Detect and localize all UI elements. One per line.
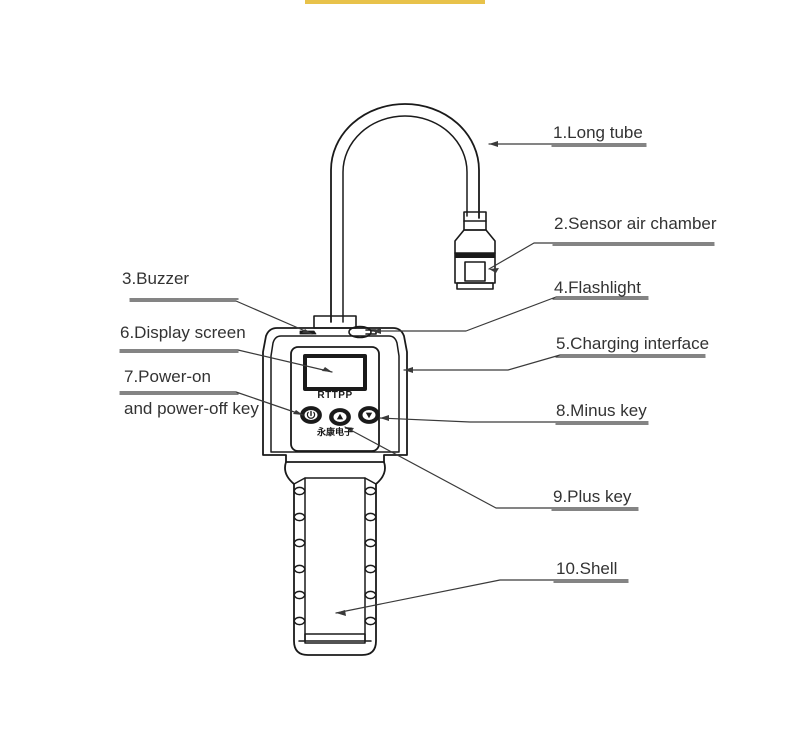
grip-bumps-right <box>364 486 377 626</box>
callout-label-8: 8.Minus key <box>556 401 647 420</box>
shell-handle-inner <box>293 477 377 644</box>
callout-label-2: 2.Sensor air chamber <box>554 214 717 233</box>
leader-line-9 <box>344 426 639 509</box>
leader-line-6 <box>119 349 333 373</box>
tube-entry-boss <box>313 315 357 329</box>
plus-button <box>329 408 351 426</box>
leader-line-1 <box>488 141 647 147</box>
brand-text: RTTPP <box>317 390 353 401</box>
callout-label-5: 5.Charging interface <box>556 334 710 353</box>
callout-label-7-line2: and power-off key <box>124 399 259 418</box>
callout-label-7: 7.Power-on and power-off key <box>124 366 259 419</box>
long-tube-outer <box>330 103 480 323</box>
sensor-air-chamber <box>454 211 496 290</box>
faceplate-panel <box>290 346 380 452</box>
grip-bumps-left <box>293 486 306 626</box>
leader-line-2 <box>488 242 715 273</box>
power-button <box>300 406 322 424</box>
leader-line-4 <box>371 296 649 334</box>
leader-line-5 <box>403 354 706 373</box>
leader-line-10 <box>335 579 629 616</box>
shell-head-inner <box>270 335 400 453</box>
callout-label-3: 3.Buzzer <box>122 269 190 288</box>
callout-label-7-line1: 7.Power-on <box>124 367 211 386</box>
accent-bar <box>305 0 485 4</box>
callout-label-9: 9.Plus key <box>553 487 632 506</box>
shell-handle-outline <box>284 461 386 656</box>
leader-line-3 <box>129 300 313 335</box>
callout-label-6: 6.Display screen <box>120 323 246 342</box>
leader-line-8 <box>379 415 649 423</box>
sub-brand-text: 永康电子 <box>316 428 353 438</box>
callout-label-4: 4.Flashlight <box>554 278 641 297</box>
minus-button <box>358 406 380 424</box>
leader-line-7 <box>119 391 304 416</box>
long-tube-inner <box>342 115 468 323</box>
callout-label-1: 1.Long tube <box>553 123 643 142</box>
display-screen <box>303 354 367 391</box>
callout-label-10: 10.Shell <box>556 559 618 578</box>
